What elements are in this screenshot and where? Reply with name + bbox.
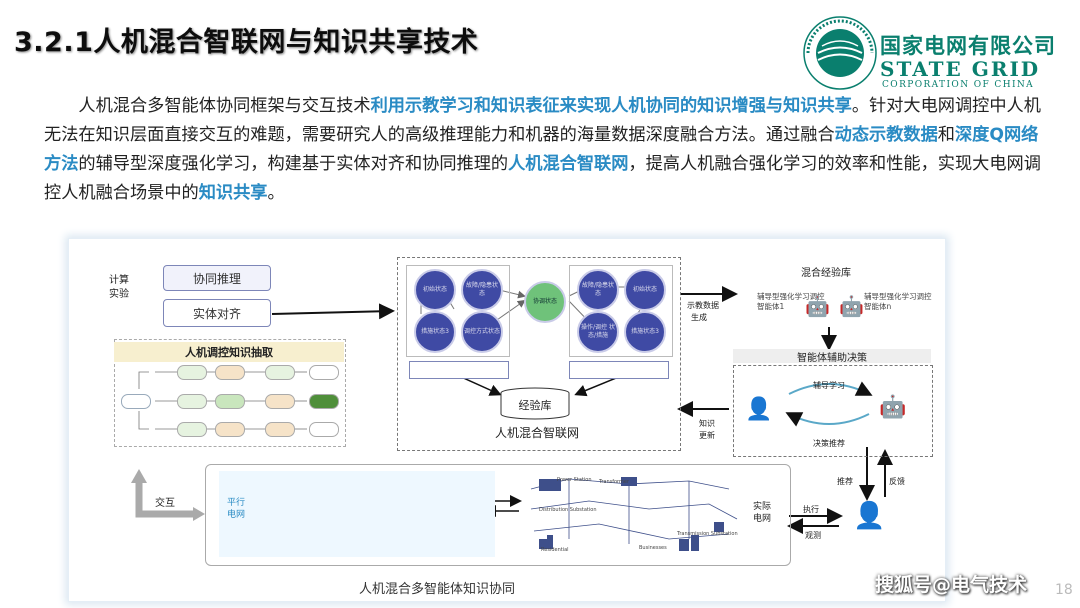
para-text: 人机混合多智能体协同框架与交互技术 [78,96,371,116]
state-node-center: 协调状态 [524,281,566,323]
database-icon [500,387,570,420]
calc-label-2: 实验 [109,289,129,300]
agent-1-label: 辅导型强化学习调控智能体1 [757,292,825,311]
parallel-grid-bg [219,471,495,557]
state-node: 初始状态 [414,269,456,311]
calc-label-1: 计算 [109,275,129,286]
execute-label: 执行 [803,505,819,514]
agent-aid-panel [733,365,933,457]
state-node: 初始状态 [624,269,666,311]
knowledge-update-2: 更新 [699,431,715,440]
para-highlight: 深度Q网络方法 [44,125,1039,174]
actual-grid-label-2: 电网 [753,514,772,524]
extract-node [215,422,245,437]
body-paragraph: 人机混合多智能体协同框架与交互技术利用示教学习和知识表征来实现人机协同的知识增强… [44,92,1044,208]
state-node: 故障/隐患状态 [577,269,619,311]
knowledge-update-1: 知识 [699,419,715,428]
right-cluster-frame [569,265,673,357]
right-bar [569,361,669,379]
para-highlight: 利用示教学习和知识表征来实现人机协同的知识增强与知识共享 [370,96,852,116]
page-number: 18 [1055,582,1073,598]
tutor-learning-label: 辅导学习 [813,381,845,390]
state-node: 故障/隐患状态 [461,269,503,311]
extract-node [309,365,339,380]
page-title: 3.2.1人机混合智联网与知识共享技术 [14,27,479,58]
state-grid-emblem-icon [803,16,877,90]
extract-node [265,394,295,409]
observe-label: 观测 [805,531,821,540]
agent-aid-title: 智能体辅助决策 [733,349,931,364]
extract-node [177,394,207,409]
agent-n-label: 辅导型强化学习调控智能体n [864,292,932,311]
watermark: 搜狐号@电气技术 [875,574,1028,596]
left-cluster-frame [406,265,510,357]
extract-node [215,365,245,380]
logo-name-cn: 国家电网有限公司 [880,34,1056,58]
scene-label: Businesses [639,545,667,551]
robot-icon: 🤖 [805,294,830,318]
para-text: 。 [267,183,285,203]
scene-label: Distribution Substation [539,507,597,513]
recommend-label: 推荐 [837,477,853,486]
knowledge-extract-title: 人机调控知识抽取 [114,342,344,362]
robot-icon: 🤖 [839,294,864,318]
interaction-label: 交互 [155,498,175,509]
para-text: 和 [937,125,955,145]
framework-figure: 计算 实验 协同推理 实体对齐 人机调控知识抽取 初始状态 故障/隐患状态 措施… [68,238,946,602]
operator-icon: 👤 [745,397,773,422]
extract-node [265,422,295,437]
extract-node [309,394,339,409]
hybrid-net-panel [397,257,681,451]
parallel-grid-label-2: 电网 [227,510,246,520]
mixed-exp-db-label: 混合经验库 [801,268,851,279]
robot-icon: 🤖 [879,395,907,420]
actual-grid-label-1: 实际 [753,502,772,512]
grid-panel [205,464,791,566]
extract-node [265,365,295,380]
extract-node [177,422,207,437]
state-node: 措施状态3 [414,311,456,353]
extract-node [121,394,151,409]
feedback-label: 反馈 [889,477,905,486]
demo-data-label-2: 生成 [691,313,707,322]
logo-name-sub: CORPORATION OF CHINA [882,80,1035,90]
experience-db-label: 经验库 [518,399,552,412]
para-highlight: 人机混合智联网 [508,154,629,174]
parallel-grid-label-1: 平行 [227,498,246,508]
para-highlight: 知识共享 [198,183,268,203]
coop-reasoning-box: 协同推理 [163,265,271,291]
logo-name-en: STATE GRID [880,57,1041,81]
entity-align-box: 实体对齐 [163,299,271,327]
scene-label: Residential [541,547,569,553]
para-highlight: 动态示教数据 [834,125,938,145]
knowledge-extract-panel [114,339,346,447]
para-text: 的辅导型深度强化学习，构建基于实体对齐和协同推理的 [78,154,509,174]
extract-node [215,394,245,409]
scene-label: Transformer [599,479,630,485]
state-node: 调控方式状态 [461,311,503,353]
extract-node [309,422,339,437]
state-grid-logo [800,12,1060,94]
scene-label: Transmission Substation [677,531,738,537]
decision-rec-label: 决策推荐 [813,439,845,448]
para-text: 。针对大电网调控中人机无法在知识层面直接交互的难题，需要研究人的高级推理能力和机… [44,96,1041,145]
demo-data-label-1: 示教数据 [687,301,719,310]
extract-node [177,365,207,380]
state-node: 操作/调控 状态/措施 [577,311,619,353]
figure-caption: 人机混合多智能体知识协同 [359,582,516,597]
para-text: ，提高人机融合强化学习的效率和性能，实现大电网调控人机融合场景中的 [44,154,1041,203]
hybrid-net-label: 人机混合智联网 [494,426,579,440]
scene-label: Power Station [557,477,592,483]
left-bar [409,361,509,379]
state-node: 措施状态3 [624,311,666,353]
operator-icon: 👤 [853,501,886,531]
